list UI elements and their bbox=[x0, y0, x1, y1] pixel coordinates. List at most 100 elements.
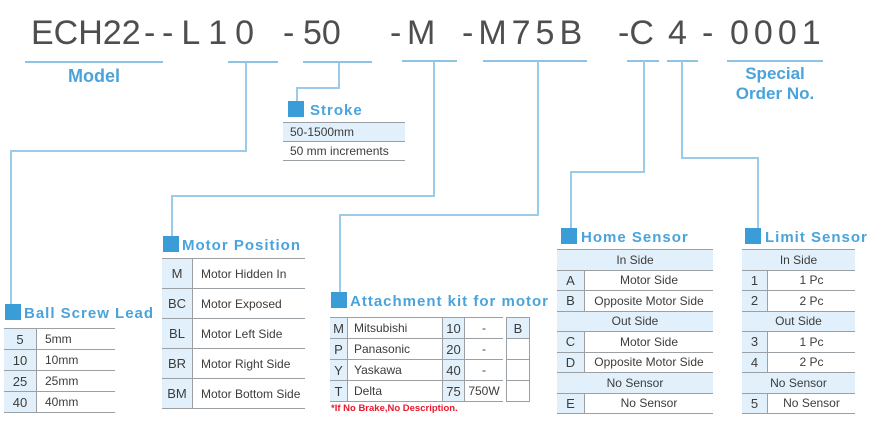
option-desc: Opposite Motor Side bbox=[594, 293, 704, 308]
stroke-range: 50-1500mm bbox=[283, 123, 405, 141]
table-group-row: Out Side bbox=[557, 311, 713, 332]
option-code: BR bbox=[162, 349, 193, 378]
option-desc: No Sensor bbox=[620, 396, 678, 411]
ball-screw-lead-table: 5 5mm 10 10mm 25 25mm 40 40mm bbox=[4, 328, 115, 413]
connector-motor-pos bbox=[171, 195, 435, 197]
option-code: 3 bbox=[742, 332, 768, 352]
table-row: 40 40mm bbox=[4, 392, 115, 413]
table-row: D Opposite Motor Side bbox=[557, 352, 713, 373]
connector-limit-sensor bbox=[681, 61, 683, 159]
connector-home-sensor bbox=[643, 61, 645, 173]
special-order-label-line1: Special bbox=[745, 64, 805, 83]
group-label: Out Side bbox=[557, 311, 713, 331]
connector-motor-pos bbox=[433, 62, 435, 197]
code-segment-special-order: 0001 bbox=[730, 14, 826, 52]
group-label: In Side bbox=[557, 250, 713, 270]
code-segment-limit-sensor: 4 bbox=[668, 14, 687, 52]
code-segment-attachment: -M75B bbox=[462, 14, 588, 52]
underline-stroke bbox=[303, 61, 372, 63]
option-code: E bbox=[557, 393, 585, 413]
table-row: 5 No Sensor bbox=[742, 393, 855, 414]
underline-special-order bbox=[727, 60, 823, 62]
option-code: 1 bbox=[742, 270, 768, 290]
connector-attachment bbox=[339, 214, 539, 216]
motor-brand: Mitsubishi bbox=[348, 318, 443, 338]
option-desc: 25mm bbox=[45, 374, 79, 388]
connector-limit-sensor bbox=[681, 157, 759, 159]
motor-position-marker-icon bbox=[163, 236, 179, 252]
option-code: P bbox=[330, 339, 348, 359]
table-row: 25 25mm bbox=[4, 371, 115, 392]
option-desc: Opposite Motor Side bbox=[594, 355, 704, 370]
option-code: BM bbox=[162, 379, 193, 408]
option-code: C bbox=[557, 332, 585, 352]
code-dash: - bbox=[144, 14, 156, 52]
group-label: In Side bbox=[742, 250, 855, 270]
option-code: 10 bbox=[4, 350, 37, 370]
option-code: 2 bbox=[742, 291, 768, 311]
attachment-kit-marker-icon bbox=[331, 292, 347, 308]
underline-motor-pos bbox=[402, 60, 457, 62]
code-segment-model: ECH22 bbox=[31, 14, 141, 52]
code-segment-stroke: 50 bbox=[303, 14, 341, 52]
underline-attachment bbox=[483, 60, 587, 62]
table-row: 10 10mm bbox=[4, 350, 115, 371]
ball-screw-lead-marker-icon bbox=[5, 304, 21, 320]
option-desc: 2 Pc bbox=[799, 355, 824, 370]
connector-attachment bbox=[537, 61, 539, 216]
code-dash: - bbox=[702, 14, 714, 52]
table-row: 50 mm increments bbox=[283, 142, 405, 161]
ball-screw-lead-title: Ball Screw Lead bbox=[24, 305, 155, 322]
power-rating: - bbox=[482, 321, 486, 335]
connector-stroke bbox=[338, 63, 340, 89]
option-desc: Motor Side bbox=[619, 273, 679, 288]
special-order-label: Special Order No. bbox=[727, 64, 823, 104]
empty-cell bbox=[507, 339, 529, 359]
option-desc: 10mm bbox=[45, 353, 79, 367]
motor-brand: Delta bbox=[348, 381, 443, 401]
connector-motor-pos bbox=[171, 195, 173, 237]
option-code: 5 bbox=[4, 329, 37, 349]
connector-home-sensor bbox=[570, 171, 645, 173]
table-row: E No Sensor bbox=[557, 393, 713, 414]
group-label: Out Side bbox=[742, 311, 855, 331]
table-group-row: In Side bbox=[742, 250, 855, 271]
table-row: Y Yaskawa 40 - bbox=[330, 360, 503, 381]
power-rating: 750W bbox=[468, 384, 500, 398]
empty-cell bbox=[507, 381, 529, 401]
table-row: T Delta 75 750W bbox=[330, 381, 503, 402]
power-code: 40 bbox=[443, 360, 465, 380]
home-sensor-marker-icon bbox=[561, 228, 577, 244]
table-row: 1 1 Pc bbox=[742, 270, 855, 291]
empty-cell bbox=[507, 360, 529, 380]
stroke-marker-icon bbox=[288, 101, 304, 117]
table-group-row: Out Side bbox=[742, 311, 855, 332]
brake-code-column: B bbox=[506, 317, 530, 402]
table-row: 5 5mm bbox=[4, 329, 115, 350]
connector-lead bbox=[245, 63, 247, 151]
table-row: 3 1 Pc bbox=[742, 332, 855, 353]
option-code: BL bbox=[162, 319, 193, 348]
option-code: 40 bbox=[4, 392, 37, 412]
table-row: B Opposite Motor Side bbox=[557, 291, 713, 312]
option-code: M bbox=[330, 318, 348, 338]
motor-position-title: Motor Position bbox=[182, 237, 301, 254]
table-row: BR Motor Right Side bbox=[162, 349, 305, 379]
option-desc: No Sensor bbox=[783, 396, 840, 411]
option-code: A bbox=[557, 270, 585, 290]
power-code: 10 bbox=[443, 318, 465, 338]
option-desc: 5mm bbox=[45, 332, 72, 346]
option-code: D bbox=[557, 352, 585, 372]
table-row: M Motor Hidden In bbox=[162, 259, 305, 289]
group-label: No Sensor bbox=[557, 373, 713, 393]
brake-footnote: *If No Brake,No Description. bbox=[331, 403, 458, 414]
code-dash: - bbox=[283, 14, 295, 52]
table-row: B bbox=[507, 318, 529, 339]
motor-position-table: M Motor Hidden In BC Motor Exposed BL Mo… bbox=[162, 258, 305, 409]
table-row: BM Motor Bottom Side bbox=[162, 379, 305, 409]
connector-attachment bbox=[339, 214, 341, 294]
limit-sensor-marker-icon bbox=[745, 228, 761, 244]
stroke-title: Stroke bbox=[310, 102, 363, 119]
motor-brand: Panasonic bbox=[348, 339, 443, 359]
